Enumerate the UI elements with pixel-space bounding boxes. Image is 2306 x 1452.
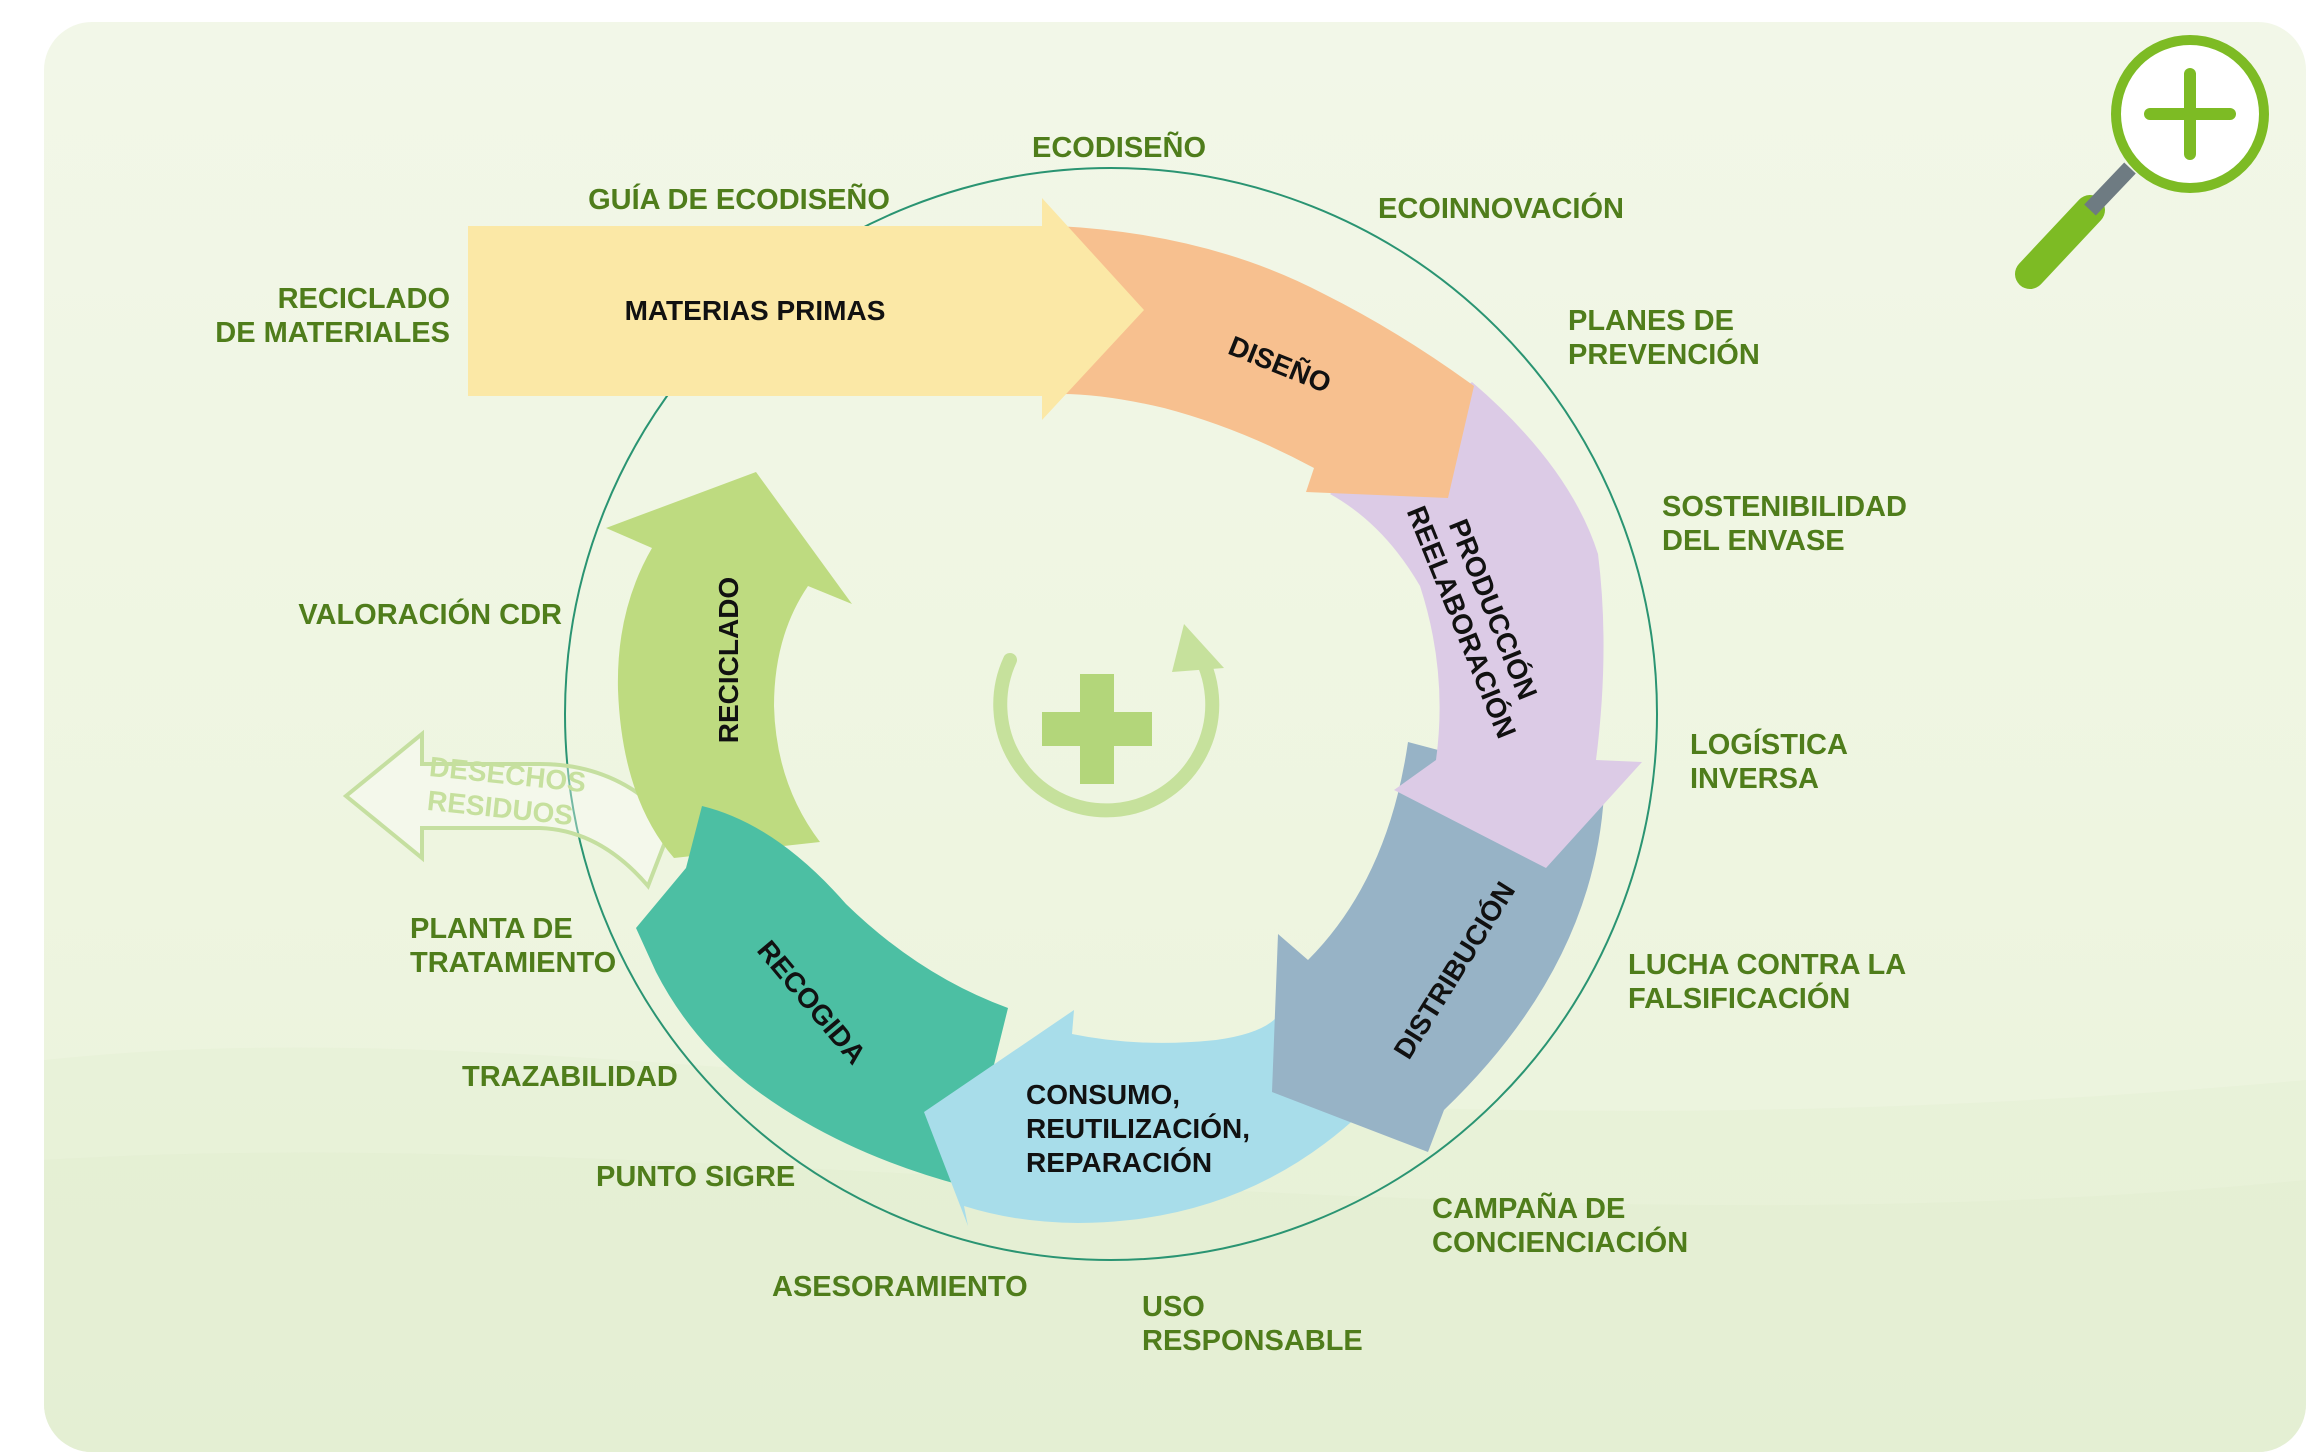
label-uso-responsable: USO RESPONSABLE — [1142, 1291, 1363, 1357]
label-guia-ecodiseno: GUÍA DE ECODISEÑO — [588, 182, 890, 216]
svg-text:DE MATERIALES: DE MATERIALES — [215, 317, 450, 349]
svg-text:CAMPAÑA DE: CAMPAÑA DE — [1432, 1191, 1625, 1225]
svg-text:LOGÍSTICA: LOGÍSTICA — [1690, 727, 1848, 761]
zoom-in-icon[interactable] — [2015, 35, 2269, 289]
recogida-arrow — [636, 806, 1008, 1186]
svg-text:PREVENCIÓN: PREVENCIÓN — [1568, 337, 1760, 371]
svg-text:RESPONSABLE: RESPONSABLE — [1142, 1325, 1363, 1357]
svg-text:USO: USO — [1142, 1291, 1205, 1323]
background-wave — [44, 1152, 2306, 1452]
label-trazabilidad: TRAZABILIDAD — [462, 1061, 678, 1093]
svg-text:INVERSA: INVERSA — [1690, 763, 1819, 795]
svg-text:PLANES DE: PLANES DE — [1568, 305, 1734, 337]
label-planes-prevencion: PLANES DE PREVENCIÓN — [1568, 305, 1760, 371]
svg-text:DEL ENVASE: DEL ENVASE — [1662, 525, 1845, 557]
svg-text:FALSIFICACIÓN: FALSIFICACIÓN — [1628, 981, 1850, 1015]
svg-text:RECICLADO: RECICLADO — [278, 283, 450, 315]
materias-primas-arrow — [468, 198, 1144, 420]
svg-text:SOSTENIBILIDAD: SOSTENIBILIDAD — [1662, 491, 1907, 523]
svg-text:CONSUMO,: CONSUMO, — [1026, 1079, 1180, 1110]
diagram-card: MATERIAS PRIMAS DISEÑO PRODUCCIÓN REELAB… — [44, 22, 2306, 1452]
label-planta-tratamiento: PLANTA DE TRATAMIENTO — [410, 913, 616, 979]
reciclado-arrow — [606, 472, 852, 858]
label-ecodiseno: ECODISEÑO — [1032, 130, 1206, 164]
label-campana-concienciacion: CAMPAÑA DE CONCIENCIACIÓN — [1432, 1191, 1688, 1259]
stage-consumo: CONSUMO, REUTILIZACIÓN, REPARACIÓN — [1026, 1079, 1250, 1178]
svg-text:CONCIENCIACIÓN: CONCIENCIACIÓN — [1432, 1225, 1688, 1259]
stage-materias-primas: MATERIAS PRIMAS — [625, 295, 886, 326]
label-asesoramiento: ASESORAMIENTO — [772, 1271, 1028, 1303]
label-reciclado-materiales: RECICLADO DE MATERIALES — [215, 283, 450, 349]
svg-text:REUTILIZACIÓN,: REUTILIZACIÓN, — [1026, 1113, 1250, 1144]
label-lucha-falsificacion: LUCHA CONTRA LA FALSIFICACIÓN — [1628, 949, 1906, 1015]
stage-reciclado: RECICLADO — [713, 577, 744, 743]
svg-text:PLANTA DE: PLANTA DE — [410, 913, 573, 945]
produccion-arrow — [1330, 382, 1642, 868]
label-ecoinnovacion: ECOINNOVACIÓN — [1378, 191, 1624, 225]
outer-ring — [564, 167, 1658, 1261]
svg-text:TRATAMIENTO: TRATAMIENTO — [410, 947, 616, 979]
diseno-arrow — [1058, 226, 1474, 498]
circular-economy-diagram: MATERIAS PRIMAS DISEÑO PRODUCCIÓN REELAB… — [44, 35, 2306, 1452]
label-logistica-inversa: LOGÍSTICA INVERSA — [1690, 727, 1848, 795]
svg-text:LUCHA CONTRA LA: LUCHA CONTRA LA — [1628, 949, 1906, 981]
svg-text:REPARACIÓN: REPARACIÓN — [1026, 1147, 1212, 1178]
recycle-cross-icon — [993, 624, 1224, 818]
label-punto-sigre: PUNTO SIGRE — [596, 1161, 795, 1193]
label-valoracion-cdr: VALORACIÓN CDR — [298, 597, 562, 631]
label-sostenibilidad-envase: SOSTENIBILIDAD DEL ENVASE — [1662, 491, 1907, 557]
